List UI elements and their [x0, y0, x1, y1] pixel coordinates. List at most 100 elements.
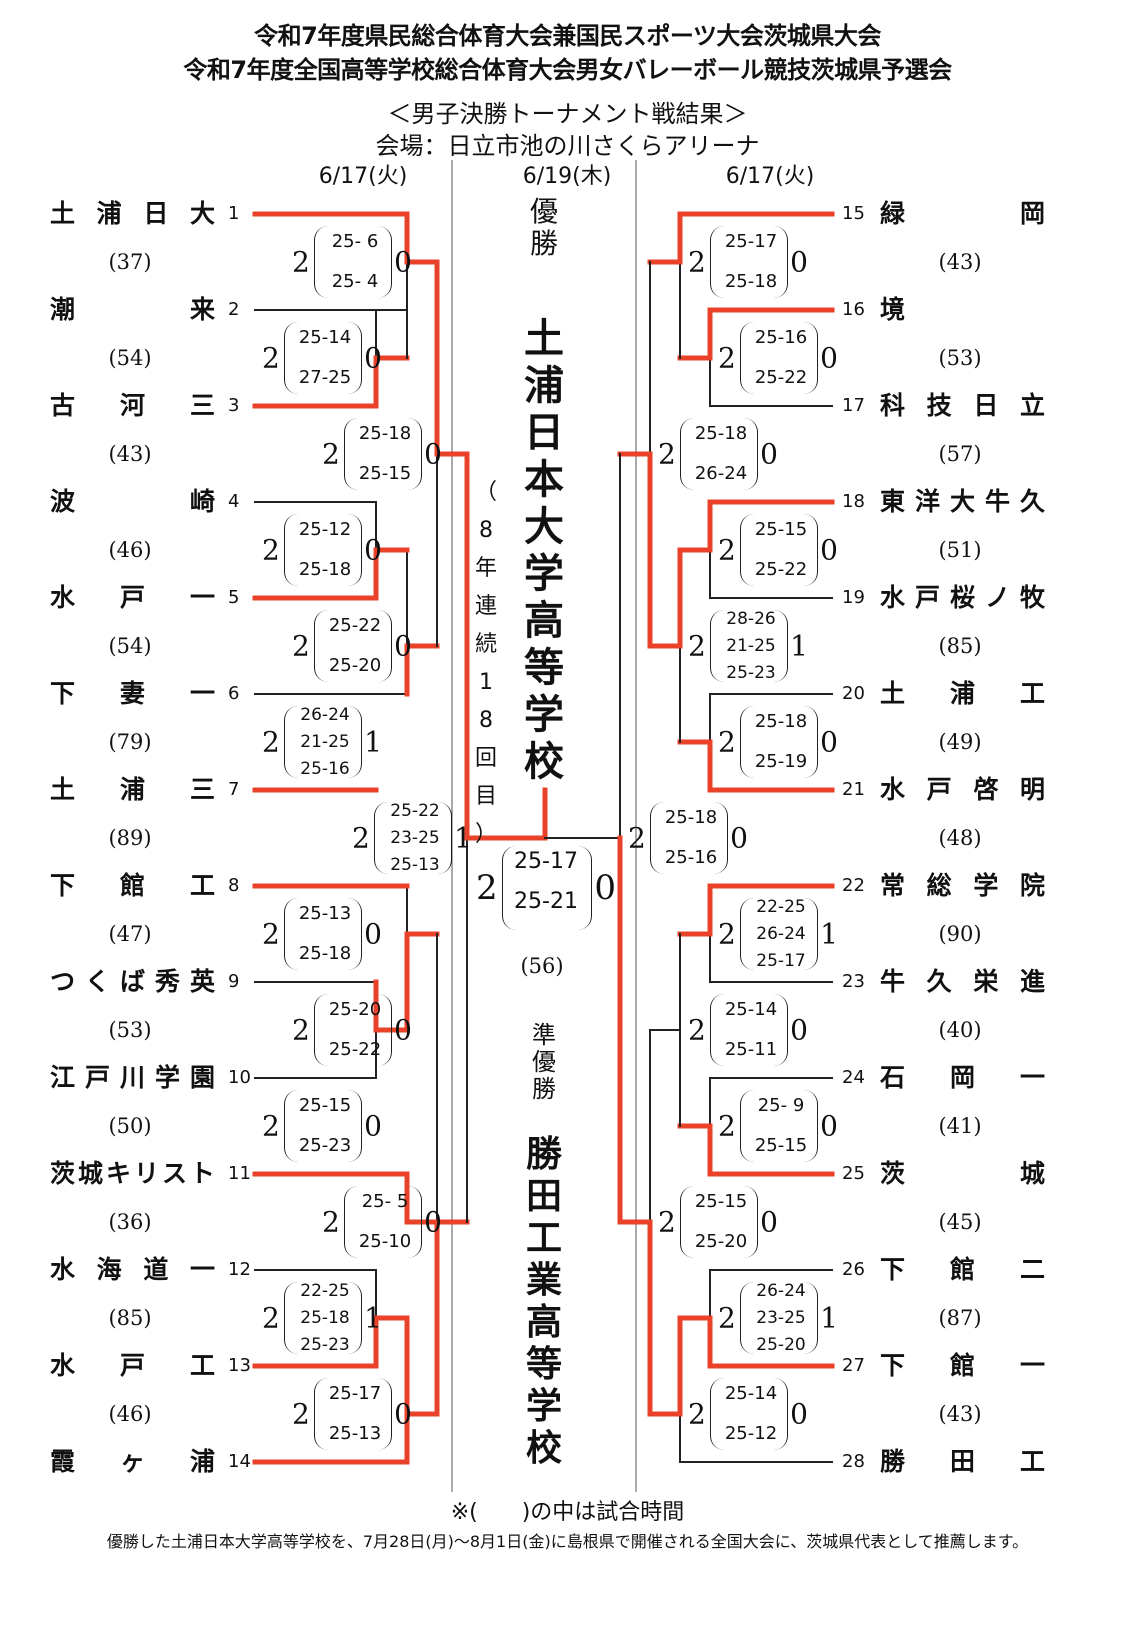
- match-duration: (45): [938, 1210, 982, 1234]
- sets-won: 2: [322, 1205, 340, 1239]
- set-scores: 25-15 25-20: [690, 1182, 752, 1262]
- team-name-char: 一: [1019, 1351, 1045, 1380]
- set-score: 27-25: [298, 367, 352, 388]
- team-name-char: 学: [154, 1063, 180, 1092]
- team-name-char: 下: [50, 871, 76, 900]
- sets-lost: 0: [364, 341, 382, 375]
- team-name-char: 洋: [914, 487, 940, 516]
- set-score: 25-22: [328, 1039, 382, 1060]
- match-duration: (41): [938, 1114, 982, 1138]
- set-score: 25-20: [694, 1231, 748, 1252]
- brace-left: [740, 514, 759, 586]
- team-seed: 2: [228, 299, 240, 320]
- team-name-char: 工: [1019, 1447, 1045, 1476]
- team-name-char: 工: [189, 871, 215, 900]
- match-duration: (87): [938, 1306, 982, 1330]
- team-name-char: 戸: [119, 1351, 145, 1380]
- match-duration: (43): [938, 1402, 982, 1426]
- team-name: 潮来: [50, 293, 215, 327]
- team-name-char: 来: [189, 295, 215, 324]
- set-score: 25-14: [724, 999, 778, 1020]
- team-name-char: 水: [880, 583, 906, 612]
- team-name-char: 戸: [84, 1063, 110, 1092]
- title-line-1: 令和7年度県民総合体育大会兼国民スポーツ大会茨城県大会: [254, 22, 881, 50]
- set-score: 25-17: [328, 1383, 382, 1404]
- team-name-char: 海: [96, 1255, 122, 1284]
- team-name: 土浦三: [50, 773, 215, 807]
- team-name-char: 戸: [926, 775, 952, 804]
- sets-lost: 0: [820, 725, 838, 759]
- team-seed: 14: [228, 1451, 251, 1472]
- sets-lost: 0: [394, 245, 412, 279]
- brace-right: [433, 802, 452, 874]
- team-seed: 17: [842, 395, 865, 416]
- set-score: 22-25: [756, 897, 806, 918]
- brace-left: [650, 802, 669, 874]
- set-score: 25-22: [328, 615, 382, 636]
- date-center: 6/19(木): [522, 164, 612, 189]
- sets-lost: 0: [790, 245, 808, 279]
- venue: 会場：日立市池の川さくらアリーナ: [375, 132, 760, 160]
- vertical-char: 目: [474, 784, 497, 809]
- set-score: 25-15: [358, 463, 412, 484]
- sets-won: 2: [292, 1013, 310, 1047]
- team-name-char: 院: [1019, 871, 1045, 900]
- match-duration: (90): [938, 922, 982, 946]
- set-score: 25-20: [756, 1334, 806, 1355]
- sets-won: 2: [292, 629, 310, 663]
- team-name: 茨城: [880, 1157, 1045, 1191]
- team-name-char: 田: [949, 1447, 975, 1476]
- team-name-char: 城: [1019, 1159, 1045, 1188]
- set-score: 25-20: [328, 999, 382, 1020]
- team-name-char: 浦: [949, 679, 975, 708]
- brace-right: [799, 1090, 818, 1162]
- set-score: 25-23: [726, 662, 776, 683]
- set-score: 25-17: [756, 950, 806, 971]
- team-name-char: 館: [119, 871, 145, 900]
- sets-won: 2: [688, 629, 706, 663]
- team-name-char: 一: [189, 1255, 215, 1284]
- set-score: 25- 4: [331, 271, 379, 292]
- sets-won: 2: [262, 533, 280, 567]
- set-score: 25-13: [328, 1423, 382, 1444]
- set-score: 25-15: [694, 1191, 748, 1212]
- team-name-char: く: [84, 967, 110, 996]
- sets-lost: 0: [730, 821, 748, 855]
- sets-won: 2: [262, 917, 280, 951]
- set-score: 25-13: [298, 903, 352, 924]
- set-score: 25-19: [754, 751, 808, 772]
- brace-right: [343, 706, 362, 778]
- vertical-char: 田: [525, 1176, 562, 1217]
- team-seed: 13: [228, 1355, 251, 1376]
- team-name-char: 緑: [880, 199, 906, 228]
- vertical-char: ）: [474, 822, 497, 847]
- sets-lost: 0: [364, 1109, 382, 1143]
- team-name: 水戸一: [50, 581, 215, 615]
- match-duration: (57): [938, 442, 982, 466]
- team-name-char: 日: [143, 199, 169, 228]
- team-name-char: 二: [1019, 1255, 1045, 1284]
- brace-right: [799, 322, 818, 394]
- team-name-char: 土: [50, 775, 76, 804]
- sets-won: 2: [688, 245, 706, 279]
- team-name-char: 科: [880, 391, 906, 420]
- brace-left: [502, 846, 521, 930]
- team-name: 江戸川学園: [50, 1061, 215, 1095]
